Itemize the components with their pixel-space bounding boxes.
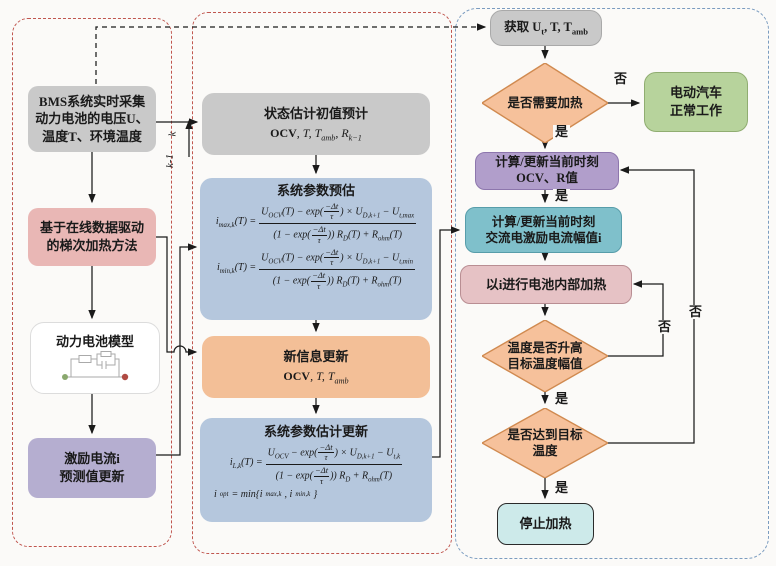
acquire-box: 获取 Ut, T, Tamb: [490, 10, 602, 46]
need-heating-diamond: 是否需要加热: [482, 63, 608, 143]
internal-heating-box: 以i进行电池内部加热: [460, 265, 632, 304]
target-temp-line2: 温度: [532, 444, 558, 458]
target-temp-line1: 是否达到目标: [507, 427, 583, 442]
no-label-need-heating: 否: [612, 71, 630, 87]
diamond-shape: [482, 320, 608, 392]
model-title: 动力电池模型: [55, 334, 134, 350]
bms-line1: BMS系统实时采集: [38, 93, 146, 109]
normal-line2: 正常工作: [669, 103, 722, 118]
temp-rise-text: 温度是否升高 目标温度幅值: [482, 320, 608, 392]
battery-circuit-icon: [62, 350, 129, 380]
param-update-title: 系统参数估计更新: [263, 424, 368, 439]
formula-imin-lhs: imin,k(T) =: [216, 262, 257, 276]
bms-line3: 温度T、环境温度: [42, 128, 142, 144]
yes-label-need-heating: 是: [553, 124, 571, 140]
yes-label-temp-rise: 是: [553, 391, 571, 407]
info-update-title: 新信息更新: [283, 349, 349, 365]
info-update-box: 新信息更新 OCV, T, Tamb: [202, 336, 430, 398]
method-line1: 基于在线数据驱动: [39, 220, 144, 236]
state-init-vars: OCV, T, Tamb, Rk−1: [270, 125, 362, 142]
iteration-k-prev-label: k-1: [164, 153, 177, 169]
diamond-shape: [482, 63, 608, 143]
current-line1: 激励电流i: [64, 451, 120, 467]
update-current-line2: 交流电激励电流幅值i: [485, 231, 602, 245]
target-temp-text: 是否达到目标 温度: [482, 408, 608, 478]
method-line2: 的梯次加热方法: [46, 238, 138, 253]
battery-model-box: 动力电池模型: [30, 322, 160, 394]
normal-operation-box: 电动汽车 正常工作: [644, 72, 748, 132]
iteration-k-label: k: [166, 131, 179, 137]
stop-heating-box: 停止加热: [497, 503, 594, 545]
current-line2: 预测值更新: [59, 469, 125, 484]
state-init-title: 状态估计初值预计: [263, 106, 368, 122]
acquire-text: 获取 Ut, T, Tamb: [504, 19, 588, 37]
update-current-line1: 计算/更新当前时刻: [491, 214, 596, 229]
heating-method-box: 基于在线数据驱动 的梯次加热方法: [28, 208, 156, 266]
internal-heating-text: 以i进行电池内部加热: [485, 276, 607, 292]
bms-line2: 动力电池的电压U、: [35, 111, 149, 127]
no-label-temp-rise: 否: [656, 319, 674, 335]
param-prediction-title: 系统参数预估: [276, 183, 355, 198]
state-init-box: 状态估计初值预计 OCV, T, Tamb, Rk−1: [202, 93, 430, 155]
need-heating-text: 是否需要加热: [507, 95, 583, 110]
formula-imax-lhs: imax,k(T) =: [215, 216, 257, 230]
no-label-target-temp: 否: [687, 304, 705, 320]
info-update-vars: OCV, T, Tamb: [283, 368, 349, 385]
excitation-current-box: 激励电流i 预测值更新: [28, 438, 156, 498]
temp-rise-line1: 温度是否升高: [507, 340, 583, 355]
bms-collect-box: BMS系统实时采集 动力电池的电压U、 温度T、环境温度: [28, 86, 156, 152]
normal-line1: 电动汽车: [669, 85, 722, 101]
update-current-box: 计算/更新当前时刻 交流电激励电流幅值i: [465, 207, 622, 253]
formula-ilk-lhs: iL,k(T) =: [229, 457, 263, 471]
temp-rise-line2: 目标温度幅值: [507, 357, 583, 371]
diamond-shape: [482, 408, 608, 478]
stop-heating-text: 停止加热: [519, 516, 572, 532]
update-ocv-line2: OCV、R值: [516, 171, 578, 185]
target-temp-diamond: 是否达到目标 温度: [482, 408, 608, 478]
yes-label-update: 是: [553, 188, 571, 204]
update-ocv-r-box: 计算/更新当前时刻 OCV、R值: [475, 152, 619, 190]
yes-label-target-temp: 是: [553, 480, 571, 496]
update-ocv-line1: 计算/更新当前时刻: [495, 155, 599, 170]
temp-rise-diamond: 温度是否升高 目标温度幅值: [482, 320, 608, 392]
